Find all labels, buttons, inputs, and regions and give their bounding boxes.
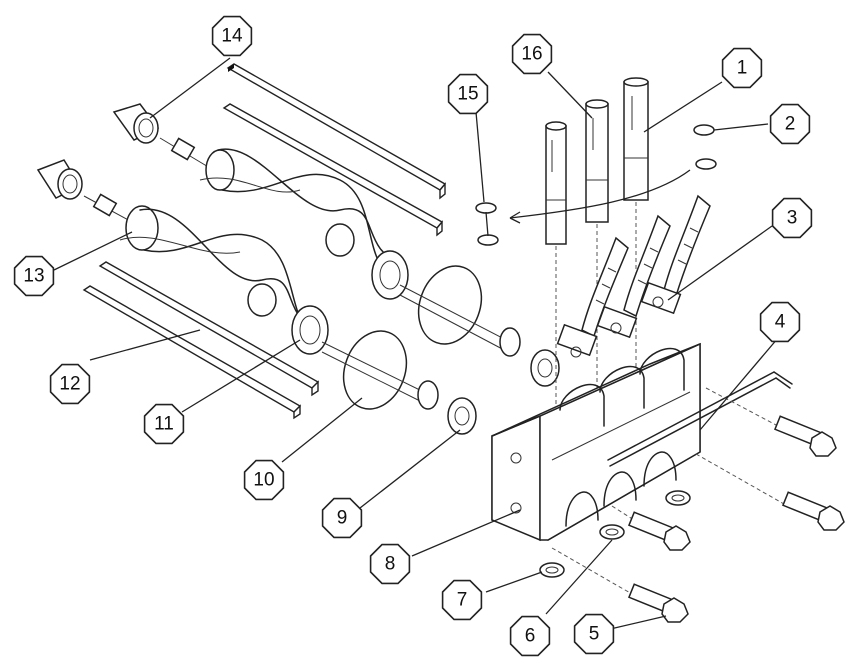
washer-15b xyxy=(477,234,499,246)
callout-octagon xyxy=(759,301,801,343)
callout-number: 2 xyxy=(785,114,796,135)
callout-9: 9 xyxy=(321,497,363,539)
callout-8: 8 xyxy=(369,543,411,585)
callout-number: 13 xyxy=(23,266,44,287)
callout-number: 16 xyxy=(521,44,542,65)
callout-octagon xyxy=(321,497,363,539)
callout-number: 1 xyxy=(737,58,748,79)
callout-number: 14 xyxy=(221,26,243,47)
callout-13: 13 xyxy=(13,255,55,297)
callout-4: 4 xyxy=(759,301,801,343)
callout-octagon xyxy=(13,255,55,297)
top-flat-bars xyxy=(222,63,447,237)
callout-octagon xyxy=(511,33,553,75)
callout-octagon xyxy=(49,363,91,405)
spring-clips xyxy=(556,194,711,358)
callout-2: 2 xyxy=(769,103,811,145)
callout-12: 12 xyxy=(49,363,91,405)
callout-octagon xyxy=(447,73,489,115)
callout-5: 5 xyxy=(573,613,615,655)
washer-2a xyxy=(693,124,715,136)
clip-right xyxy=(640,194,711,315)
bottom-flat-bars xyxy=(82,261,320,420)
callout-number: 15 xyxy=(457,84,478,105)
heater-coil-upper xyxy=(199,148,409,300)
callout-number: 4 xyxy=(775,312,786,333)
callout-number: 8 xyxy=(385,554,396,575)
washer-6 xyxy=(599,524,625,540)
callout-16: 16 xyxy=(511,33,553,75)
rod-upper xyxy=(399,284,560,387)
bolts xyxy=(551,387,845,623)
callout-octagon xyxy=(769,103,811,145)
callout-15: 15 xyxy=(447,73,489,115)
callout-6: 6 xyxy=(509,615,551,657)
callout-octagon xyxy=(369,543,411,585)
callout-number: 5 xyxy=(589,624,600,645)
clip-left xyxy=(556,236,629,358)
heater-coil-lower xyxy=(119,208,329,355)
bolt-lower-right xyxy=(695,453,845,531)
callout-7: 7 xyxy=(441,579,483,621)
callout-14: 14 xyxy=(211,15,253,57)
callout-1: 1 xyxy=(721,47,763,89)
washer-15a xyxy=(475,202,497,214)
bolt-bottom xyxy=(551,547,689,623)
callout-number: 10 xyxy=(253,470,274,491)
flat-bar-top-back xyxy=(226,63,447,200)
callout-10: 10 xyxy=(243,459,285,501)
flat-bar-bottom-front xyxy=(82,285,302,420)
pin-left xyxy=(545,121,567,245)
clip-middle xyxy=(596,214,671,339)
rod-lower xyxy=(321,341,477,435)
callout-octagon xyxy=(771,197,813,239)
bolt-bottom-front xyxy=(611,505,691,551)
bolt-upper-right xyxy=(705,387,837,457)
end-cap-upper xyxy=(112,103,160,144)
callout-number: 9 xyxy=(337,508,348,529)
callout-octagon xyxy=(243,459,285,501)
callout-11: 11 xyxy=(143,403,185,445)
callout-number: 6 xyxy=(525,626,536,647)
end-cap-lower xyxy=(36,159,83,200)
nuts-washers xyxy=(539,490,691,578)
o-ring-upper xyxy=(417,265,483,345)
washer-2b xyxy=(695,158,717,170)
manifold-block xyxy=(491,342,701,542)
upper-heater-assembly xyxy=(112,103,560,387)
callout-number: 12 xyxy=(59,374,80,395)
leader-lines xyxy=(53,57,779,631)
lower-heater-assembly xyxy=(36,159,477,435)
callout-octagon xyxy=(573,613,615,655)
shaft-lower xyxy=(83,193,159,251)
callout-number: 11 xyxy=(154,414,174,435)
flat-bar-top-front xyxy=(222,103,444,237)
pin-right xyxy=(623,77,649,201)
o-ring-lower xyxy=(342,330,408,410)
callout-octagon xyxy=(441,579,483,621)
callout-octagon xyxy=(211,15,253,57)
callout-octagon xyxy=(143,403,185,445)
pin-middle xyxy=(585,99,609,223)
shaft-upper xyxy=(159,137,235,191)
small-washers xyxy=(475,124,717,246)
washer-7 xyxy=(539,562,565,578)
callout-number: 7 xyxy=(457,590,468,611)
washer-6b xyxy=(665,490,691,506)
callout-3: 3 xyxy=(771,197,813,239)
callout-octagon xyxy=(509,615,551,657)
callout-octagon xyxy=(721,47,763,89)
l-rod xyxy=(607,371,793,467)
callout-number: 3 xyxy=(787,208,798,229)
flat-bar-bottom-back xyxy=(98,261,320,397)
